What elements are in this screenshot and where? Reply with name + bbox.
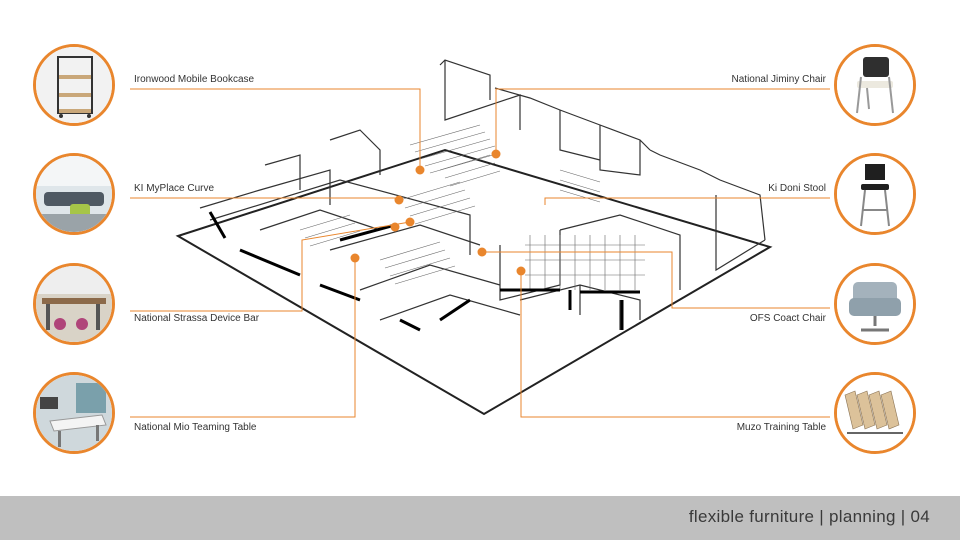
device-bar-icon: [33, 263, 115, 345]
teaming-table-icon: [33, 372, 115, 454]
callout-label: Ki Doni Stool: [768, 183, 826, 194]
callout-label: National Jiminy Chair: [731, 74, 826, 85]
callout-label: National Mio Teaming Table: [134, 422, 257, 433]
callout-label: KI MyPlace Curve: [134, 183, 215, 194]
callout-label: Ironwood Mobile Bookcase: [134, 74, 255, 85]
footer-bar: flexible furniture | planning | 04: [0, 496, 960, 540]
lounge-seating-icon: [33, 153, 115, 235]
footer-text: flexible furniture | planning | 04: [688, 507, 930, 526]
stool-icon: [834, 153, 916, 235]
callout-label: National Strassa Device Bar: [134, 313, 260, 324]
lounge-chair-icon: [834, 263, 916, 345]
mesh-chair-icon: [834, 44, 916, 126]
bookcase-icon: [33, 44, 115, 126]
callout-label: Muzo Training Table: [736, 422, 826, 433]
folding-table-icon: [834, 372, 916, 454]
callout-label: OFS Coact Chair: [749, 313, 826, 324]
